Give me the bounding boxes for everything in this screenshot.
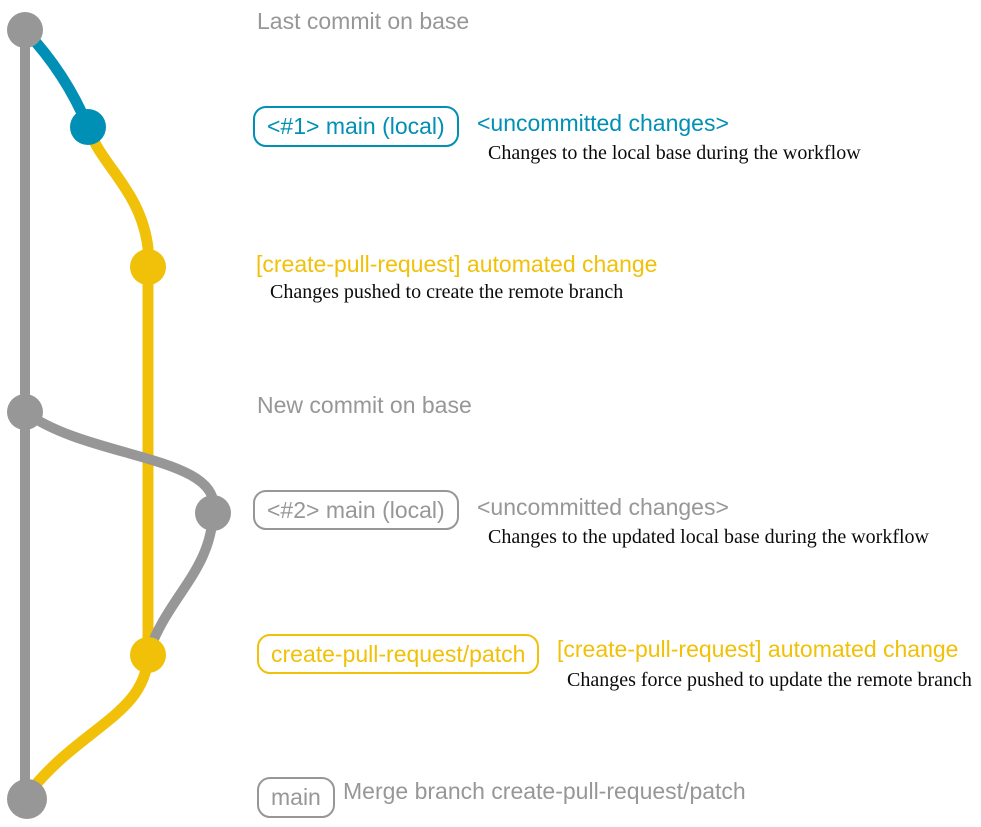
uncommitted-changes-2-note: Changes to the updated local base during… <box>488 526 929 548</box>
uncommitted-changes-1-note: Changes to the local base during the wor… <box>488 142 861 164</box>
main-branch-badge: main <box>257 777 335 818</box>
uncommitted-changes-2-status: <uncommitted changes> <box>477 494 729 520</box>
automated-change-force-push-message: [create-pull-request] automated change <box>557 636 959 662</box>
automated-change-force-push-note: Changes force pushed to update the remot… <box>567 669 972 691</box>
main-local-2-branch-curve <box>20 407 219 518</box>
automated-change-push-note: Changes pushed to create the remote bran… <box>270 281 624 303</box>
main-local-2-branch-badge: <#2> main (local) <box>253 490 459 530</box>
uncommitted-changes-1-status: <uncommitted changes> <box>477 110 729 136</box>
automated-change-push-message: [create-pull-request] automated change <box>256 251 658 277</box>
force-push-curve <box>143 508 218 660</box>
commit-dot-automated-change-push <box>130 249 166 285</box>
main-local-1-branch-badge: <#1> main (local) <box>253 106 459 147</box>
commit-dot-uncommitted-changes-1 <box>70 109 106 145</box>
commit-dot-new-commit-on-base <box>7 394 43 430</box>
merge-commit-message: Merge branch create-pull-request/patch <box>343 778 746 804</box>
last-commit-label: Last commit on base <box>257 8 470 34</box>
patch-branch-badge: create-pull-request/patch <box>257 634 540 674</box>
new-commit-label: New commit on base <box>257 392 472 418</box>
commit-dot-last-commit-on-base <box>7 12 43 48</box>
commit-dot-uncommitted-changes-2 <box>195 495 231 531</box>
commit-dot-automated-change-force-push <box>130 637 166 673</box>
commit-dot-merge-commit <box>7 779 47 819</box>
patch-branch-line <box>22 121 154 800</box>
